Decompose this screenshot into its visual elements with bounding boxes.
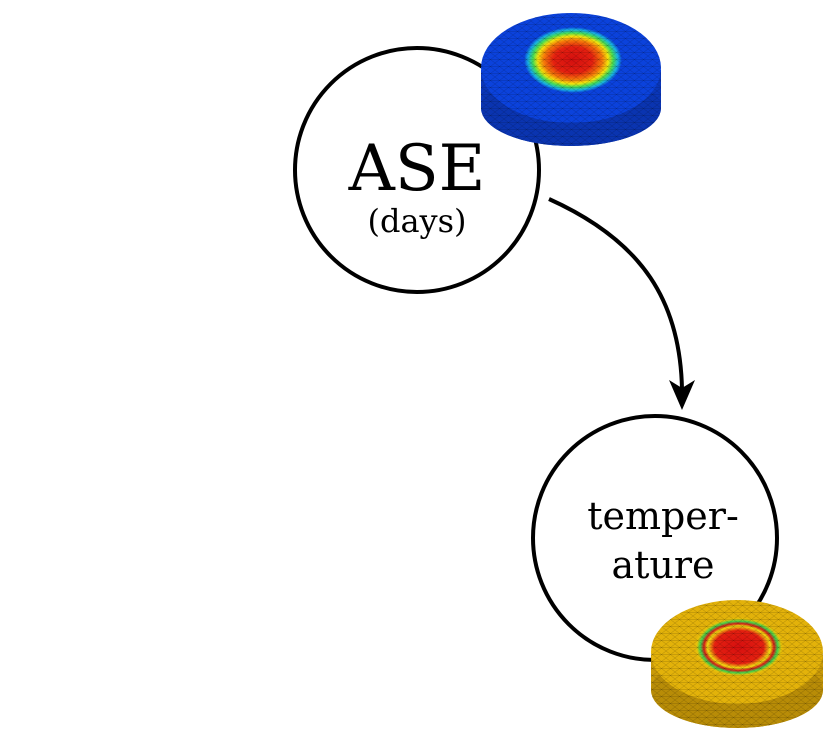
- arrowhead-icon: [669, 380, 695, 410]
- node-temperature-title-line2: ature: [611, 543, 714, 587]
- node-ase-circle: [293, 46, 541, 294]
- node-ase-title: ASE: [348, 132, 486, 206]
- node-temperature-title-line1: temper-: [587, 494, 739, 538]
- edge-ase-to-temperature: [548, 197, 685, 403]
- node-temperature: temper- ature: [531, 414, 779, 662]
- disk-heatmap-temperature-icon: [651, 600, 823, 728]
- disk-heatmap-ase-icon: [481, 13, 661, 146]
- node-ase: ASE (days): [293, 46, 541, 294]
- node-ase-subtitle: (days): [367, 202, 466, 240]
